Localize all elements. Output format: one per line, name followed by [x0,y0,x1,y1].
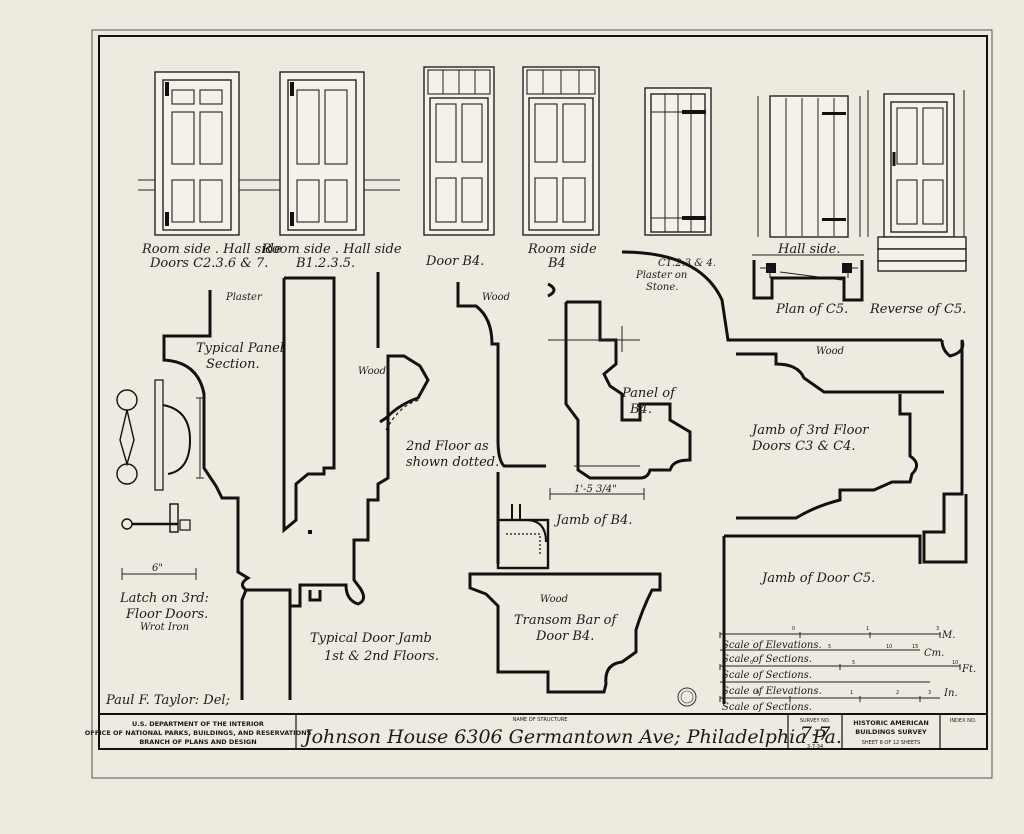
scale-1-unit: M. [941,630,955,641]
wood-label-1: Wood [358,366,386,377]
door2-label: Room side . Hall side [261,242,402,257]
second-floor-label-2: shown dotted. [406,455,499,470]
door4-label: Room side [527,242,597,257]
wood-label-2: Wood [482,292,510,303]
outer-border [91,29,993,779]
scale-2-label: Scale of Sections. [722,654,812,665]
agency-line-1: U.S. DEPARTMENT OF THE INTERIOR [132,720,264,728]
plaster-label: Plaster [225,292,263,303]
door3-label: Door B4. [425,254,484,269]
scale-1-tick-3: 3 [936,626,939,632]
agency-line-2: OFFICE OF NATIONAL PARKS, BUILDINGS, AND… [85,729,312,737]
title-block [99,713,987,749]
dim-6-label: 6" [152,563,163,574]
door-elevation-b4 [423,66,495,236]
door4-sub: B4 [547,256,566,271]
scale-5-label: Scale of Sections. [722,702,812,713]
door-jamb-label-1: Typical Door Jamb [310,631,432,646]
door-jamb-label-2: 1st & 2nd Floors. [324,649,439,664]
hall-side-label: Hall side. [777,242,841,257]
transom-label-1: Transom Bar of [514,613,618,628]
transom-label-2: Door B4. [535,629,594,644]
latch-label-2: Floor Doors. [125,607,208,622]
survey-date: 3-7-34 [807,744,823,750]
inner-border [98,35,988,750]
jamb-c5-label: Jamb of Door C5. [759,571,875,586]
plan-c5-label: Plan of C5. [775,302,848,317]
door-elevation-reverse [867,90,967,272]
c12-label: C1.2.3 & 4. [658,258,716,269]
scale-3-tick-2: 5 [852,660,855,666]
delineator-credit: Paul F. Taylor: Del; [105,693,230,708]
door1-sub: Doors C2.3.6 & 7. [149,256,268,271]
door-elevation-2 [279,71,365,236]
door1-label: Room side . Hall side [141,242,282,257]
panel-section-label-2: Section. [206,357,260,372]
plan-c5-section [752,260,864,302]
scale-4-tick-2: 1 [850,690,853,696]
door-elevation-hall-side [752,95,864,281]
jamb-3rd-label-2: Doors C3 & C4. [751,439,856,454]
scale-4-tick-1: 0 [756,690,759,696]
structure-name: Johnson House 6306 Germantown Ave; Phila… [300,726,842,748]
scale-3-unit: Ft. [961,664,976,675]
scale-4-tick-4: 3 [928,690,931,696]
reverse-c5-label: Reverse of C5. [869,302,966,317]
scale-2-tick-1: 5 [828,644,831,650]
scale-4-tick-3: 2 [896,690,899,696]
scale-3-tick-3: 10 [952,660,958,666]
scale-3-tick-1: 0 [750,660,753,666]
panel-section-label-1: Typical Panel [196,341,284,356]
index-number-caption: INDEX NO. [950,718,977,724]
dim-156-label: 1'-5 3/4" [574,484,617,495]
habs-line-1: HISTORIC AMERICAN [853,719,929,727]
scale-1-tick-1: 0 [792,626,795,632]
survey-number: 7-7 [800,723,832,745]
survey-number-caption: SURVEY NO. [800,718,831,724]
transom-bar-section [468,504,662,694]
scale-4-unit: In. [943,688,958,699]
scale-4-label: Scale of Elevations. [722,686,822,697]
door-elevation-room-side [522,66,600,236]
habs-seal [677,687,697,707]
scale-2-tick-3: 15 [912,644,918,650]
wood-label-4: Wood [540,594,568,605]
second-floor-label-1: 2nd Floor as [405,439,489,454]
scale-3-label: Scale of Sections. [722,670,812,681]
scale-1-tick-2: 1 [866,626,869,632]
panel-b4-label-2: B4. [629,402,652,417]
latch-label-3: Wrot Iron [140,622,189,633]
latch-detail [121,503,197,580]
door-elevation-batten [644,87,712,236]
sheet-number: SHEET 8 OF 12 SHEETS [862,740,921,746]
door-elevation-1 [138,71,400,236]
door2-sub: B1.2.3.5. [295,256,355,271]
plaster-stone-label-1: Plaster on [635,270,687,281]
jamb-3rd-label-1: Jamb of 3rd Floor [749,423,869,438]
jamb-3rd-floor-section [722,339,968,704]
agency-line-3: BRANCH OF PLANS AND DESIGN [139,738,256,746]
structure-name-caption: NAME OF STRUCTURE [513,717,568,723]
plaster-stone-label-2: Stone. [646,282,678,293]
scale-2-tick-2: 10 [886,644,892,650]
wood-label-3: Wood [816,346,844,357]
habs-line-2: BUILDINGS SURVEY [855,728,927,736]
plaster-arc [621,250,942,342]
typical-door-jamb-section [162,272,430,700]
panel-b4-label-1: Panel of [621,386,677,401]
jamb-b4-label: Jamb of B4. [553,513,632,528]
scale-2-unit: Cm. [924,648,944,659]
graphic-scales [719,632,961,702]
hinge-detail [116,379,204,491]
latch-label-1: Latch on 3rd: [119,591,209,606]
scale-1-label: Scale of Elevations. [722,640,822,651]
